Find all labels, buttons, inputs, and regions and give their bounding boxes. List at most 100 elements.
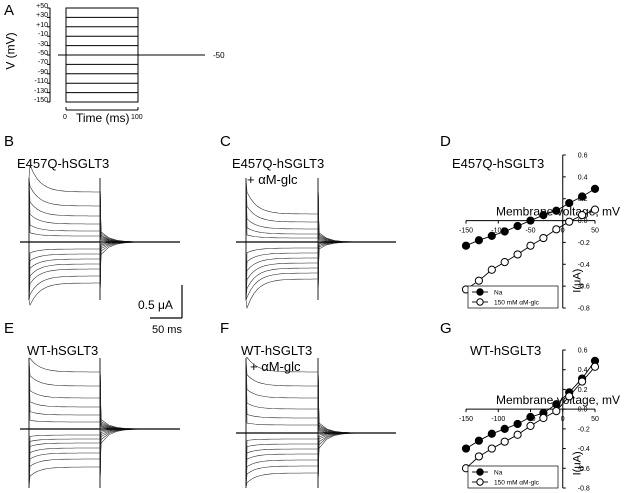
panel-label-e: E: [4, 320, 15, 337]
data-point: [590, 362, 600, 371]
legend-marker: [476, 298, 484, 306]
data-point: [526, 241, 535, 250]
panel-a-ytick-label: -30: [37, 40, 48, 48]
data-point: [526, 421, 535, 430]
data-point: [578, 211, 587, 220]
y-tick-label: -0.6: [578, 284, 590, 291]
data-point: [552, 407, 561, 416]
x-tick-label: 0: [561, 228, 565, 235]
data-point: [487, 429, 496, 438]
data-point: [500, 227, 509, 236]
panel-a-xlabel: Time (ms): [76, 111, 130, 125]
x-tick-label: -50: [525, 228, 535, 235]
panel-a-ytick-label: +30: [36, 12, 48, 20]
panel-a-ytick-label: -110: [34, 78, 49, 86]
panel-a-xtick-start: 0: [63, 114, 67, 121]
y-tick-label: -0.2: [578, 426, 590, 433]
data-point: [513, 250, 522, 259]
panel-c-title: E457Q-hSGLT3: [232, 156, 325, 171]
y-tick-label: 0.4: [578, 367, 588, 374]
scalebar-time-label: 50 ms: [152, 324, 182, 336]
panel-label-a: A: [4, 2, 15, 19]
traces-panel-c: [236, 177, 396, 309]
data-point: [513, 430, 522, 439]
y-axis-label: I(μA): [572, 269, 584, 293]
panel-a-ytick-label: -10: [37, 31, 48, 39]
y-tick-label: 0.6: [578, 348, 588, 355]
data-point: [500, 424, 509, 433]
panel-g-title: WT-hSGLT3: [470, 343, 542, 358]
panel-f-title: WT-hSGLT3: [241, 343, 313, 358]
data-point: [565, 392, 574, 401]
x-tick-label: 0: [561, 416, 565, 423]
panel-a-holding-label: -50: [213, 51, 225, 60]
data-point: [552, 400, 561, 409]
data-point: [487, 444, 496, 453]
panel-c-subtitle: + αM-glc: [247, 172, 298, 187]
legend-marker: [476, 478, 484, 486]
voltage-protocol: [47, 7, 205, 111]
data-point: [513, 419, 522, 429]
data-point: [539, 211, 548, 220]
data-point: [526, 216, 535, 225]
data-point: [539, 413, 548, 423]
y-tick-label: 0.0: [578, 407, 588, 414]
legend-box: [467, 285, 559, 309]
panel-a-ytick-label: -70: [37, 59, 48, 67]
data-point: [487, 231, 496, 240]
legend-box: [467, 465, 559, 489]
y-tick-label: -0.4: [578, 446, 590, 453]
y-tick-label: 0.4: [578, 174, 588, 181]
x-tick-label: -150: [459, 416, 473, 423]
panel-a-ytick-label: -50: [37, 50, 48, 57]
panel-label-f: F: [220, 320, 230, 337]
data-point: [565, 217, 574, 226]
y-tick-label: 0.2: [578, 387, 588, 394]
x-tick-label: -100: [491, 416, 505, 423]
panel-a-ytick-label: -150: [33, 97, 48, 104]
scalebar-current-label: 0.5 μA: [138, 298, 173, 312]
y-tick-label: -0.4: [578, 262, 590, 269]
y-tick-label: -0.6: [578, 466, 590, 473]
traces-panel-e: [20, 357, 180, 489]
panel-a-ytick-label: +10: [36, 21, 48, 29]
y-tick-label: -0.8: [578, 486, 590, 493]
data-point: [461, 241, 471, 250]
data-point: [513, 221, 522, 231]
panel-label-c: C: [220, 133, 231, 150]
x-tick-label: 50: [591, 228, 599, 235]
data-point: [578, 192, 587, 201]
panel-label-b: B: [4, 133, 15, 150]
x-tick-label: 50: [591, 416, 599, 423]
panel-a-xtick-end: 100: [131, 114, 143, 121]
panel-a-ytick-label: -90: [37, 68, 48, 76]
legend-label: Na: [494, 290, 503, 297]
data-point: [474, 436, 483, 445]
panel-e-title: WT-hSGLT3: [27, 343, 99, 358]
data-point: [590, 205, 600, 214]
traces-panel-b: [20, 164, 180, 306]
panel-a-ytick-label: +50: [36, 3, 48, 10]
panel-label-g: G: [440, 320, 452, 337]
x-tick-label: -150: [459, 228, 473, 235]
data-point: [500, 437, 509, 446]
data-point: [552, 225, 561, 234]
data-point: [474, 236, 483, 245]
data-point: [578, 377, 587, 386]
data-point: [487, 265, 496, 274]
data-point: [590, 184, 600, 193]
y-tick-label: 0.6: [578, 153, 588, 160]
x-axis-label: Membrane voltage, mV: [496, 393, 620, 407]
panel-b-title: E457Q-hSGLT3: [17, 156, 110, 171]
legend-label: Na: [494, 470, 503, 477]
legend-marker: [476, 288, 484, 296]
panel-label-d: D: [440, 133, 451, 150]
y-axis-label: I(μA): [572, 451, 584, 475]
data-point: [526, 412, 535, 422]
data-point: [474, 276, 483, 285]
legend-label: 150 mM αM-glc: [494, 480, 540, 487]
data-point: [500, 258, 509, 267]
data-point: [565, 198, 574, 208]
